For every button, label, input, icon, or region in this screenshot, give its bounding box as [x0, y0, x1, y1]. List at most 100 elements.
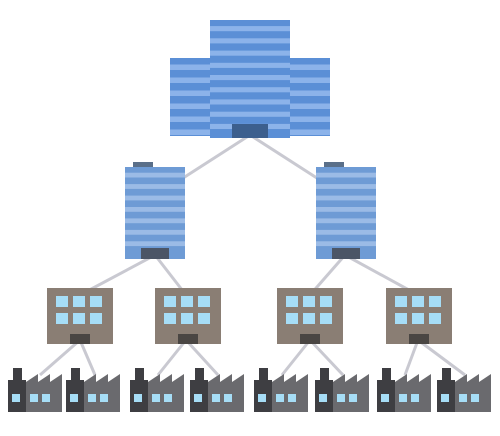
factory-window [100, 394, 108, 402]
branch-roof [133, 162, 153, 168]
factory-window [459, 394, 467, 402]
factory-icon-1 [8, 368, 62, 412]
factory-icon-6 [315, 368, 369, 412]
factory-window [319, 394, 327, 402]
hq-wing-stripe [170, 129, 210, 135]
factory-chimney [13, 368, 22, 384]
branch-stripe [125, 229, 185, 235]
hq-wing-stripe [290, 64, 330, 70]
office-door [178, 334, 198, 344]
connector-line [39, 338, 81, 377]
factory-window [399, 394, 407, 402]
factory-icon-3 [130, 368, 184, 412]
factory-window [471, 394, 479, 402]
office-window [198, 296, 210, 307]
factory-window [70, 394, 78, 402]
hq-wing-stripe [290, 129, 330, 135]
factory-window [194, 394, 202, 402]
office-window [429, 313, 441, 324]
factory-window [164, 394, 172, 402]
headquarters-building-icon [170, 20, 330, 138]
branch-stripe [316, 241, 376, 247]
branch-stripe [125, 184, 185, 189]
hq-wing-stripe [170, 90, 210, 96]
hq-wing-stripe [170, 77, 210, 83]
hq-wing-body [170, 58, 210, 136]
office-door [70, 334, 90, 344]
factory-window [30, 394, 38, 402]
factory-icon-8 [437, 368, 491, 412]
office-window [56, 296, 68, 307]
office-window [181, 313, 193, 324]
factory-window [152, 394, 160, 402]
hq-tower-stripe [210, 50, 290, 56]
connector-lines [39, 133, 466, 377]
office-window [73, 313, 85, 324]
office-window [395, 296, 407, 307]
branch-stripe [316, 184, 376, 189]
factory-chimney [195, 368, 204, 384]
factory-icon-4 [190, 368, 244, 412]
hq-wing-stripe [170, 103, 210, 109]
headquarters-tower [210, 20, 290, 138]
office-window [90, 313, 102, 324]
factory-chimney [259, 368, 268, 384]
branch-stripe [125, 172, 185, 178]
headquarters-right-wing [290, 58, 330, 136]
office-window [429, 296, 441, 307]
branch-stripe [125, 218, 185, 224]
branch-stripe [316, 207, 376, 212]
factory-window [288, 394, 296, 402]
hq-tower-stripe [210, 38, 290, 44]
branch-building-icon-left [125, 162, 185, 259]
connector-line [280, 339, 312, 376]
office-window [181, 296, 193, 307]
office-window [395, 313, 407, 324]
hq-entrance [232, 124, 268, 138]
branch-stripe [125, 207, 185, 212]
factory-window [381, 394, 389, 402]
office-window [303, 296, 315, 307]
factory-window [12, 394, 20, 402]
factory-window [276, 394, 284, 402]
hq-tower-stripe [210, 111, 290, 117]
factory-icon-7 [377, 368, 431, 412]
connector-line [179, 133, 251, 182]
connector-line [403, 339, 420, 376]
factory-chimney [71, 368, 80, 384]
hq-wing-stripe [290, 77, 330, 83]
office-building-icon-3 [277, 288, 343, 344]
branch-stripe [125, 195, 185, 201]
office-window [164, 296, 176, 307]
hq-tower-stripe [210, 26, 290, 32]
office-window [56, 313, 68, 324]
factory-chimney [442, 368, 451, 384]
branch-entrance [332, 248, 360, 259]
factory-window [258, 394, 266, 402]
factory-window [224, 394, 232, 402]
connector-line [308, 338, 345, 377]
factory-icon-5 [254, 368, 308, 412]
office-window [73, 296, 85, 307]
office-window [412, 296, 424, 307]
hq-tower-stripe [210, 87, 290, 93]
connector-line [78, 339, 97, 376]
branch-stripe [316, 229, 376, 235]
hq-tower-stripe [210, 75, 290, 81]
connector-line [417, 338, 466, 377]
factory-chimney [135, 368, 144, 384]
connector-line [184, 338, 220, 377]
office-window [412, 313, 424, 324]
branch-entrance [141, 248, 169, 259]
hq-wing-stripe [290, 90, 330, 96]
hq-tower-stripe [210, 99, 290, 105]
hq-wing-stripe [290, 103, 330, 109]
branch-stripe [316, 172, 376, 178]
branch-stripe [316, 218, 376, 224]
branch-stripe [125, 241, 185, 247]
office-door [300, 334, 320, 344]
office-window [320, 296, 332, 307]
factory-window [88, 394, 96, 402]
connector-line [156, 339, 188, 376]
